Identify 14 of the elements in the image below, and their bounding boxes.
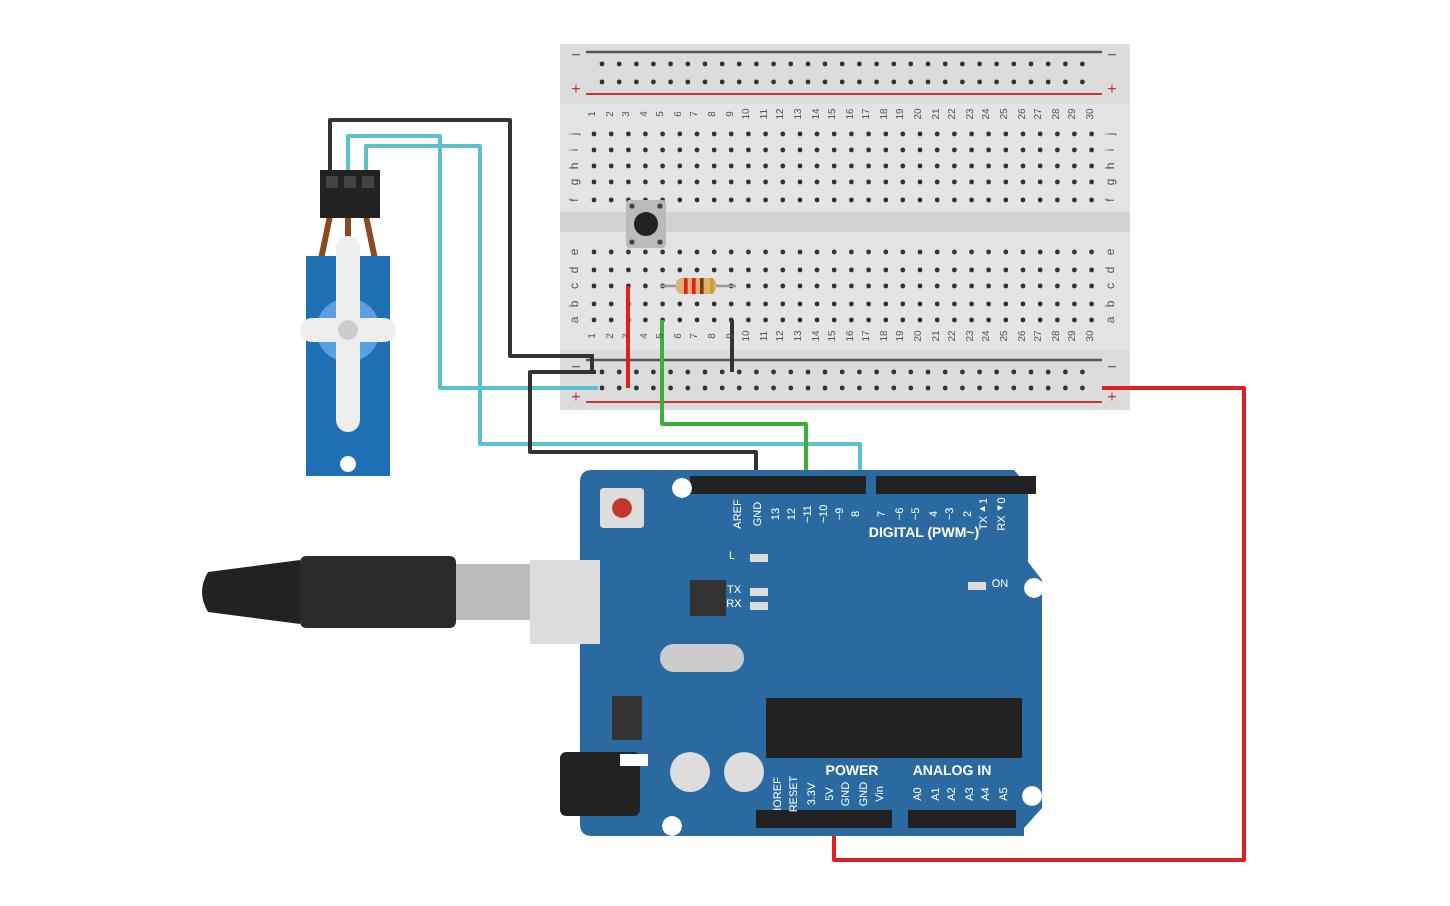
wire [346,134,560,390]
rail-sign: + [571,82,581,98]
rail-sign: + [1107,390,1117,406]
rail-sign: + [1107,82,1117,98]
wire [660,410,808,470]
rail-sign: − [571,360,581,376]
rail-sign: − [1107,360,1117,376]
wire [328,118,560,358]
rail-sign: − [1107,48,1117,64]
wire [528,370,758,470]
rail-sign: − [571,48,581,64]
wire [364,144,862,470]
rail-sign: + [571,390,581,406]
wire [832,386,1246,862]
